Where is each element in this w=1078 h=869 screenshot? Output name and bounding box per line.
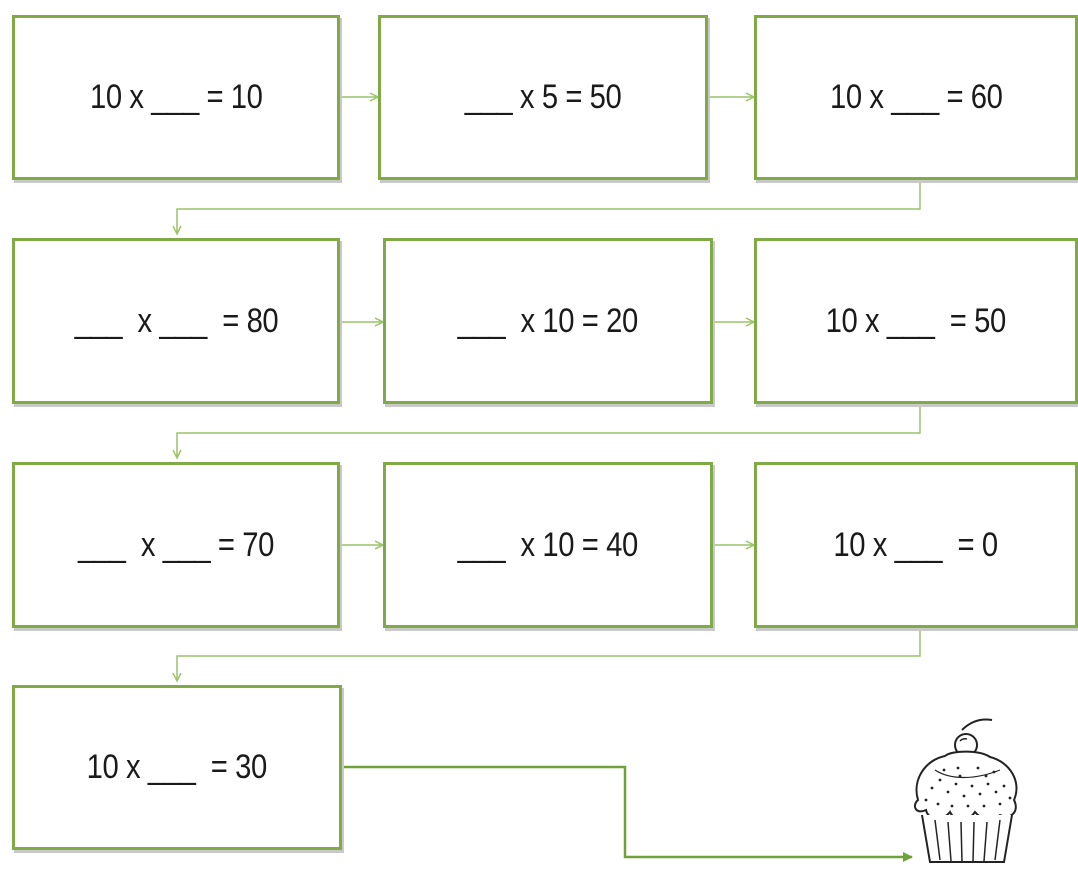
equation-text: 10 x ___ = 0 (833, 525, 999, 564)
arrow-r1-to-r2 (177, 180, 921, 234)
arrow-to-cupcake (342, 765, 913, 862)
equation-text: 10 x ___ = 30 (86, 748, 268, 786)
equation-box-r1-c3: 10 x ___ = 60 (754, 15, 1078, 180)
equation-text: ___ x 10 = 40 (457, 525, 639, 564)
equation-box-r1-c1: 10 x ___ = 10 (12, 15, 340, 180)
equation-box-r4-c1: 10 x ___ = 30 (12, 685, 342, 850)
equation-text: ___ x ___ = 80 (74, 301, 278, 340)
arrow-r2-to-r3 (177, 404, 921, 458)
equation-text: 10 x ___ = 50 (825, 301, 1007, 340)
equation-box-r1-c2: ___ x 5 = 50 (378, 15, 708, 180)
equation-text: ___ x 10 = 20 (457, 301, 639, 340)
equation-box-r2-c2: ___ x 10 = 20 (383, 238, 713, 404)
equation-box-r3-c1: ___ x ___ = 70 (12, 462, 340, 628)
arrow-r3-to-r4 (177, 628, 921, 681)
equation-box-r3-c3: 10 x ___ = 0 (754, 462, 1078, 628)
equation-text: 10 x ___ = 60 (829, 78, 1003, 116)
cupcake-icon (913, 718, 1018, 863)
equation-box-r3-c2: ___ x 10 = 40 (383, 462, 713, 628)
cupcake-sprinkles (924, 766, 1012, 808)
equation-text: ___ x ___ = 70 (78, 525, 274, 564)
equation-box-r2-c3: 10 x ___ = 50 (754, 238, 1078, 404)
equation-text: 10 x ___ = 10 (89, 78, 263, 116)
equation-text: ___ x 5 = 50 (464, 78, 622, 116)
equation-box-r2-c1: ___ x ___ = 80 (12, 238, 340, 404)
